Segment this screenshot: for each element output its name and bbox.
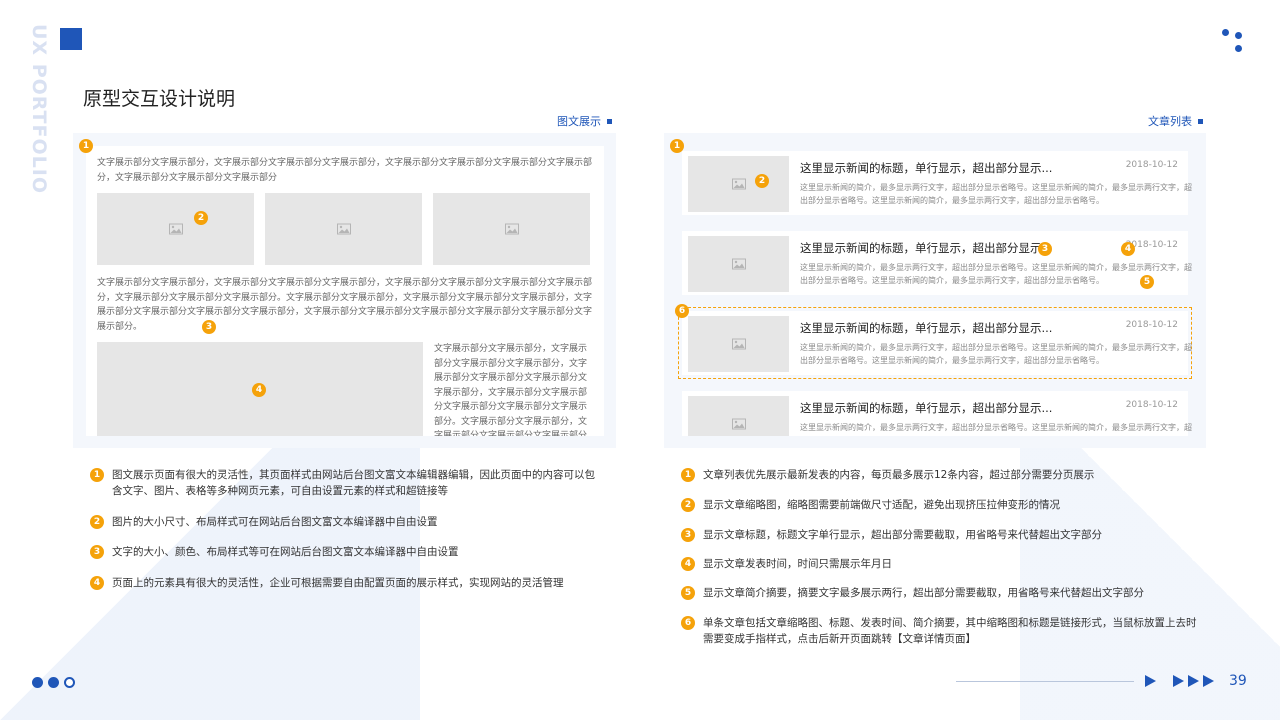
image-placeholder-1: [97, 193, 254, 265]
blue-square-decoration: [60, 28, 82, 50]
article-summary: 这里显示新闻的简介，最多显示两行文字，超出部分显示省略号。这里显示新闻的简介，最…: [800, 263, 1192, 285]
image-icon: [168, 223, 183, 235]
article-title[interactable]: 这里显示新闻的标题，单行显示，超出部分显示...: [800, 161, 1053, 175]
article-thumbnail[interactable]: [688, 396, 789, 436]
dot-hollow-icon: [64, 677, 75, 688]
page-title: 原型交互设计说明: [83, 88, 236, 110]
page-number: 39: [1229, 673, 1247, 689]
note-right-4: 4 显示文章发表时间，时间只需展示年月日: [681, 556, 1201, 572]
note-number: 1: [90, 468, 104, 482]
arrow-icon: [1188, 675, 1199, 687]
badge-1: 1: [79, 139, 93, 153]
note-text: 图文展示页面有很大的灵活性，其页面样式由网站后台图文富文本编辑器编辑，因此页面中…: [112, 469, 595, 497]
article-date: 2018-10-12: [1125, 240, 1178, 250]
article-summary: 这里显示新闻的简介，最多显示两行文字，超出部分显示省略号。这里显示新闻的简介，最…: [800, 343, 1192, 365]
dot-icon: [48, 677, 59, 688]
section-label-text: 图文展示: [557, 115, 601, 128]
note-text: 显示文章缩略图，缩略图需要前端做尺寸适配，避免出现挤压拉伸变形的情况: [703, 499, 1060, 511]
note-text: 页面上的元素具有很大的灵活性，企业可根据需要自由配置页面的展示样式，实现网站的灵…: [112, 577, 564, 589]
note-text: 图片的大小尺寸、布局样式可在网站后台图文富文本编译器中自由设置: [112, 516, 438, 528]
note-text: 文章列表优先展示最新发表的内容，每页最多展示12条内容，超过部分需要分页展示: [703, 469, 1095, 481]
note-right-5: 5 显示文章简介摘要，摘要文字最多展示两行，超出部分需要截取，用省略号来代替超出…: [681, 585, 1201, 601]
badge-2: 2: [755, 174, 769, 188]
image-text-page: 文字展示部分文字展示部分，文字展示部分文字展示部分文字展示部分，文字展示部分文字…: [86, 146, 604, 436]
badge-5: 5: [1140, 275, 1154, 289]
badge-3: 3: [1038, 242, 1052, 256]
article-thumbnail[interactable]: [688, 236, 789, 292]
note-right-6: 6 单条文章包括文章缩略图、标题、发表时间、简介摘要，其中缩略图和标题是链接形式…: [681, 615, 1201, 647]
article-list-preview-panel: 这里显示新闻的标题，单行显示，超出部分显示... 2018-10-12 这里显示…: [664, 133, 1206, 448]
footer-divider: [956, 681, 1134, 682]
note-text: 显示文章简介摘要，摘要文字最多展示两行，超出部分需要截取，用省略号来代替超出文字…: [703, 587, 1144, 599]
dots-decoration-top-right: [1222, 29, 1242, 53]
label-square-icon: [1198, 118, 1203, 124]
section-label-text: 文章列表: [1148, 115, 1192, 128]
note-number: 6: [681, 616, 695, 630]
article-title[interactable]: 这里显示新闻的标题，单行显示，超出部分显示...: [800, 401, 1053, 415]
dot-icon: [32, 677, 43, 688]
note-right-3: 3 显示文章标题，标题文字单行显示，超出部分需要截取，用省略号来代替超出文字部分: [681, 527, 1201, 543]
image-icon: [731, 418, 746, 430]
badge-2: 2: [194, 211, 208, 225]
note-text: 显示文章标题，标题文字单行显示，超出部分需要截取，用省略号来代替超出文字部分: [703, 529, 1102, 541]
note-number: 2: [681, 498, 695, 512]
note-left-1: 1 图文展示页面有很大的灵活性，其页面样式由网站后台图文富文本编辑器编辑，因此页…: [90, 467, 600, 499]
article-summary: 这里显示新闻的简介，最多显示两行文字，超出部分显示省略号。这里显示新闻的简介，最…: [800, 183, 1192, 205]
badge-6: 6: [675, 304, 689, 318]
image-icon: [731, 258, 746, 270]
section-label-image-text: 图文展示: [557, 113, 612, 129]
article-item-highlighted[interactable]: 这里显示新闻的标题，单行显示，超出部分显示... 2018-10-12 这里显示…: [678, 307, 1192, 379]
note-number: 3: [681, 528, 695, 542]
vertical-portfolio-title: UX PORTFOLIO: [28, 24, 50, 194]
play-arrow-icon: [1145, 675, 1156, 687]
article-title[interactable]: 这里显示新闻的标题，单行显示，超出部分显示...: [800, 241, 1053, 255]
paragraph-2: 文字展示部分文字展示部分，文字展示部分文字展示部分文字展示部分，文字展示部分文字…: [97, 278, 593, 332]
article-date: 2018-10-12: [1125, 400, 1178, 410]
note-right-2: 2 显示文章缩略图，缩略图需要前端做尺寸适配，避免出现挤压拉伸变形的情况: [681, 497, 1201, 513]
note-number: 1: [681, 468, 695, 482]
label-square-icon: [607, 118, 612, 124]
paragraph-1: 文字展示部分文字展示部分，文字展示部分文字展示部分文字展示部分，文字展示部分文字…: [97, 158, 593, 183]
badge-1: 1: [670, 139, 684, 153]
image-icon: [504, 223, 519, 235]
note-text: 单条文章包括文章缩略图、标题、发表时间、简介摘要，其中缩略图和标题是链接形式，当…: [703, 617, 1197, 645]
article-list: 这里显示新闻的标题，单行显示，超出部分显示... 2018-10-12 这里显示…: [676, 145, 1194, 436]
note-text: 显示文章发表时间，时间只需展示年月日: [703, 558, 892, 570]
note-number: 5: [681, 586, 695, 600]
note-left-2: 2 图片的大小尺寸、布局样式可在网站后台图文富文本编译器中自由设置: [90, 514, 600, 530]
badge-3: 3: [202, 320, 216, 334]
paragraph-3: 文字展示部分文字展示部分，文字展示部分文字展示部分文字展示部分，文字展示部分文字…: [434, 344, 588, 436]
article-date: 2018-10-12: [1125, 320, 1178, 330]
arrow-icon: [1173, 675, 1184, 687]
article-thumbnail[interactable]: [688, 316, 789, 372]
note-number: 4: [681, 557, 695, 571]
article-item[interactable]: 这里显示新闻的标题，单行显示，超出部分显示... 2018-10-12 这里显示…: [682, 391, 1192, 436]
article-title[interactable]: 这里显示新闻的标题，单行显示，超出部分显示...: [800, 321, 1053, 335]
note-number: 4: [90, 576, 104, 590]
image-text-preview-panel: 文字展示部分文字展示部分，文字展示部分文字展示部分文字展示部分，文字展示部分文字…: [73, 133, 616, 448]
note-left-3: 3 文字的大小、颜色、布局样式等可在网站后台图文富文本编译器中自由设置: [90, 544, 600, 560]
note-number: 3: [90, 545, 104, 559]
note-right-1: 1 文章列表优先展示最新发表的内容，每页最多展示12条内容，超过部分需要分页展示: [681, 467, 1201, 483]
image-icon: [336, 223, 351, 235]
article-date: 2018-10-12: [1125, 160, 1178, 170]
note-number: 2: [90, 515, 104, 529]
note-left-4: 4 页面上的元素具有很大的灵活性，企业可根据需要自由配置页面的展示样式，实现网站…: [90, 575, 610, 591]
image-placeholder-3: [433, 193, 590, 265]
badge-4: 4: [1121, 242, 1135, 256]
note-text: 文字的大小、颜色、布局样式等可在网站后台图文富文本编译器中自由设置: [112, 546, 459, 558]
article-thumbnail[interactable]: [688, 156, 789, 212]
image-placeholder-2: [265, 193, 422, 265]
arrow-icon: [1203, 675, 1214, 687]
article-item[interactable]: 这里显示新闻的标题，单行显示，超出部分显示... 2018-10-12 这里显示…: [682, 231, 1192, 295]
dots-decoration-bottom-left: [32, 677, 75, 688]
image-icon: [731, 338, 746, 350]
article-summary: 这里显示新闻的简介，最多显示两行文字，超出部分显示省略号。这里显示新闻的简介，最…: [800, 423, 1192, 432]
image-icon: [731, 178, 746, 190]
section-label-article-list: 文章列表: [1148, 113, 1203, 129]
badge-4: 4: [252, 383, 266, 397]
